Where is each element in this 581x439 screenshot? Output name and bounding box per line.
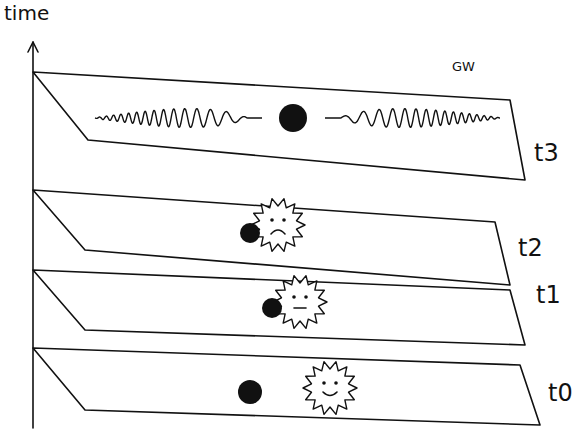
time-label: t2 [518,235,543,261]
gravitational-wave [325,109,500,128]
star [251,199,305,252]
black-hole [279,104,307,132]
slice-t1 [33,270,525,345]
slice-t3 [33,72,525,180]
time-label: t3 [534,140,559,166]
star [273,276,327,329]
axis-arrowhead [28,42,38,52]
gravitational-wave [95,109,262,128]
time-label: t0 [548,380,573,406]
time-label: t1 [536,282,561,308]
time-axis [32,42,34,428]
black-hole [262,298,282,318]
star [303,362,357,415]
black-hole [240,223,260,243]
axis-title: time [4,2,49,24]
wave-label: GW [452,60,475,74]
slice-t0 [33,348,540,425]
slice-t2 [33,190,510,285]
black-hole [238,380,262,404]
